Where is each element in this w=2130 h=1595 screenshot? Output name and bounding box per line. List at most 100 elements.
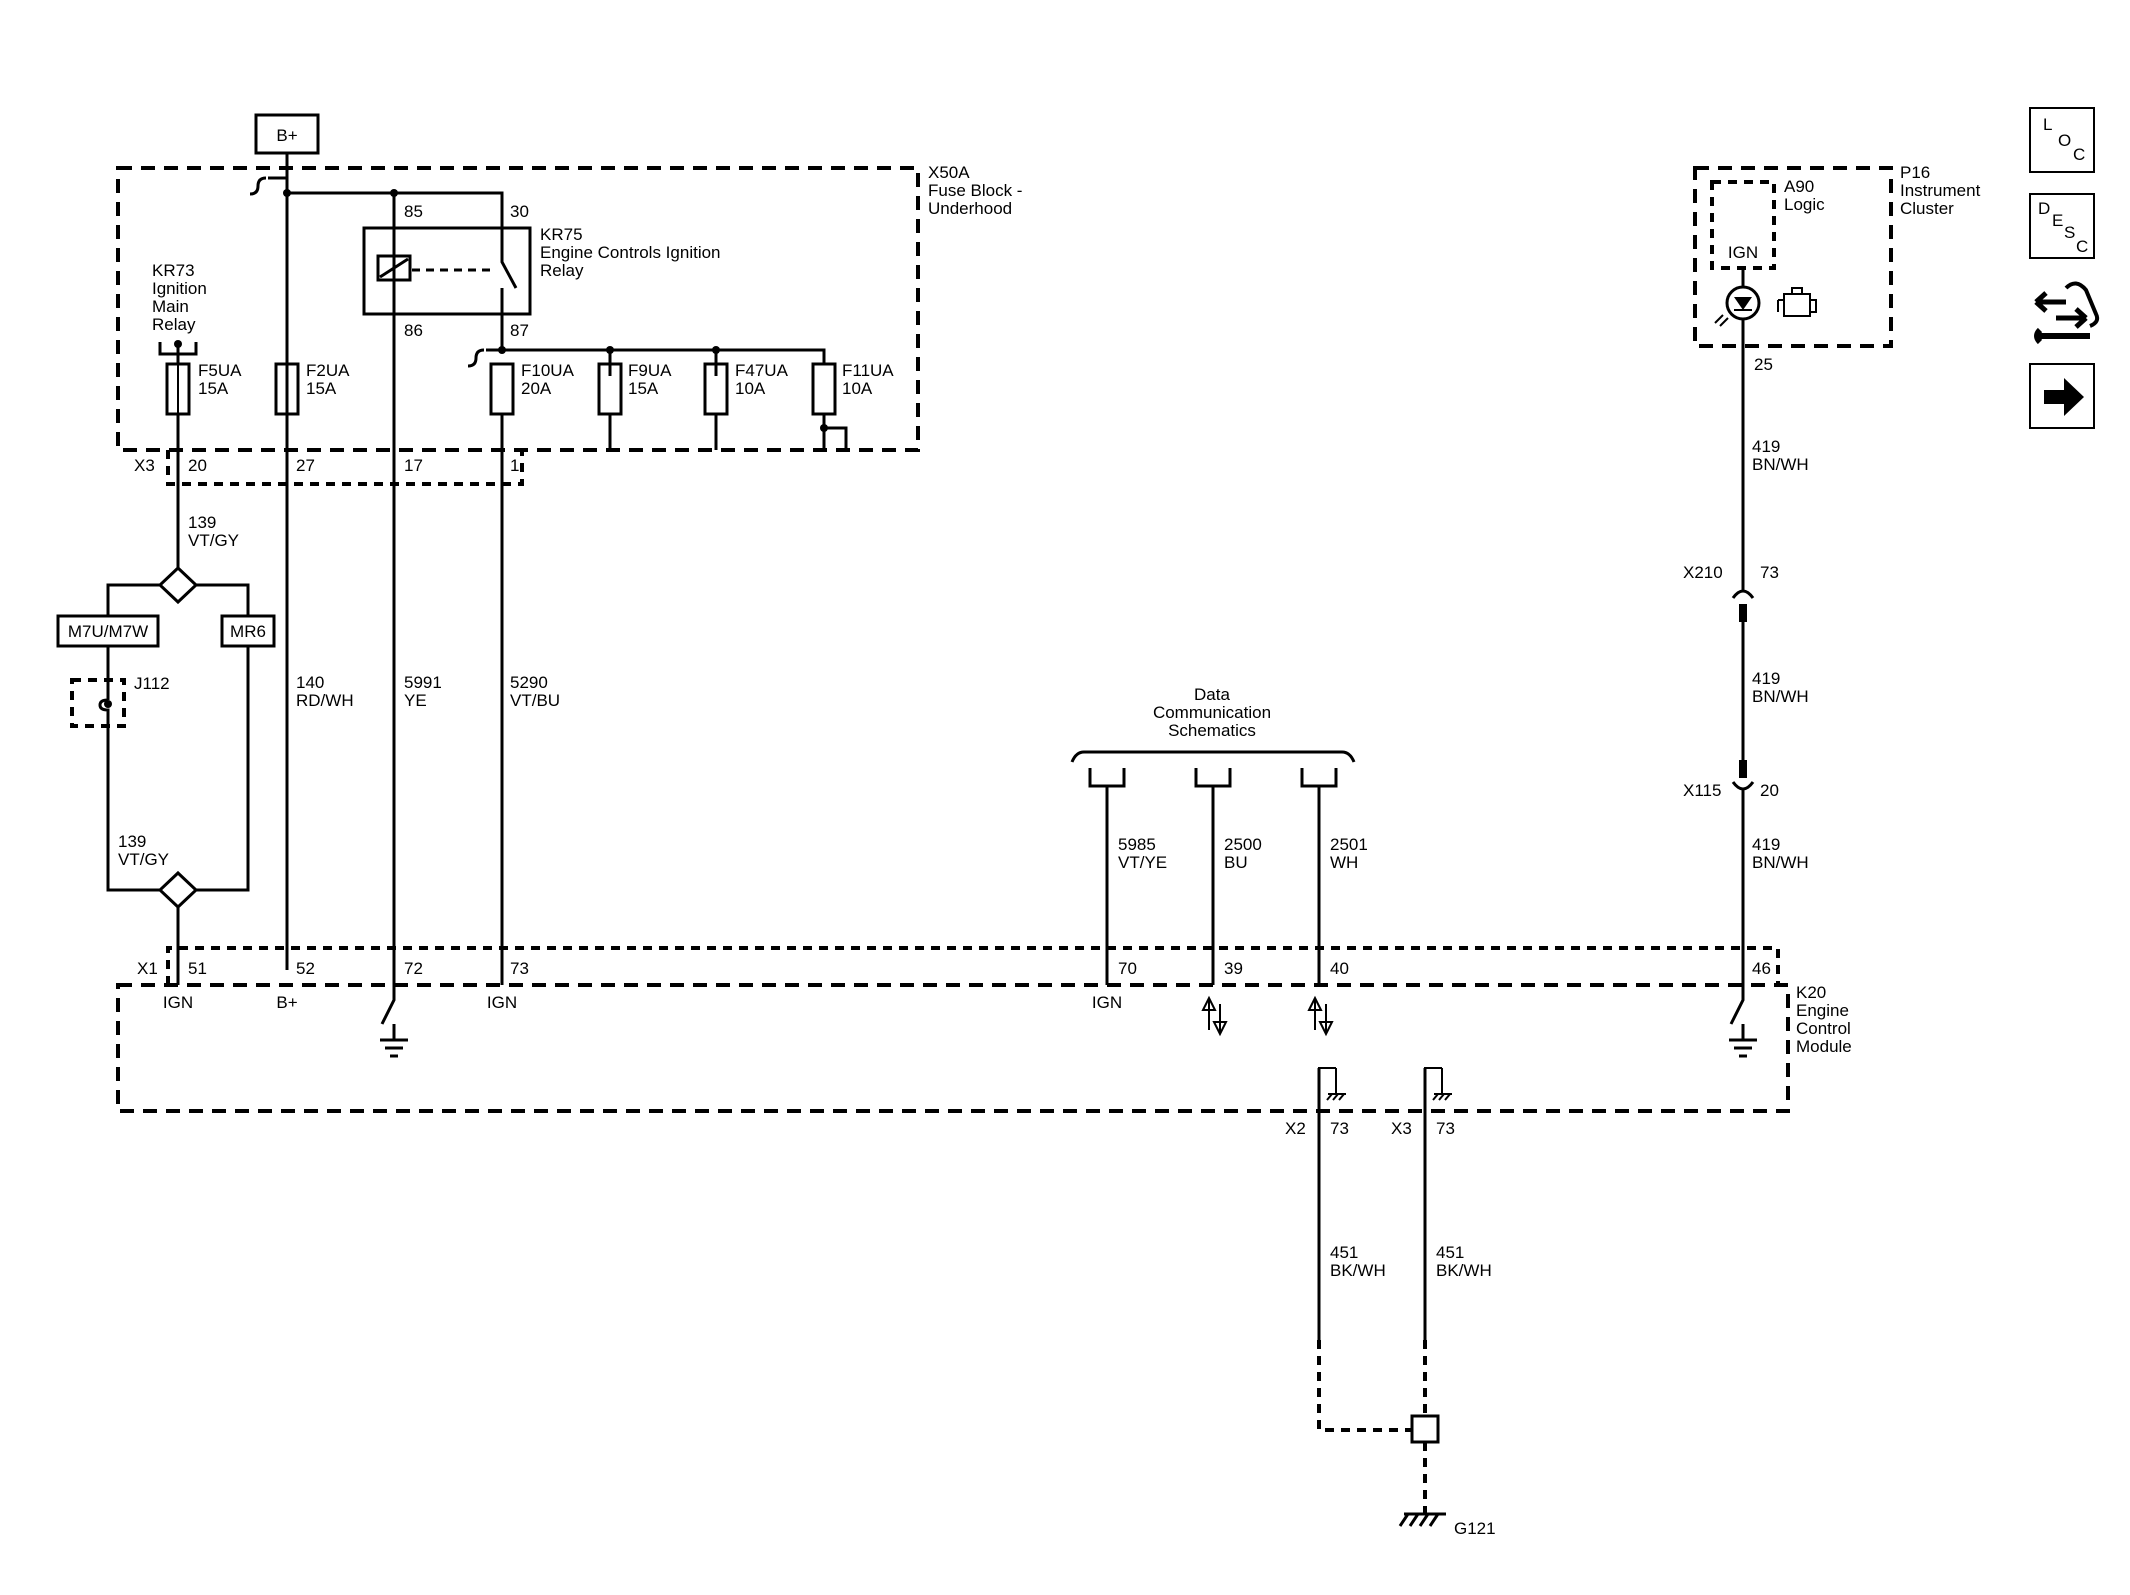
circuit-5991-color: YE [404,691,427,710]
splice-pack-j112: J112 [70,674,170,728]
svg-text:Communication: Communication [1153,703,1271,722]
svg-text:IGN: IGN [1092,993,1122,1012]
kr73-line3: Relay [152,315,196,334]
svg-text:20: 20 [1760,781,1779,800]
kr75-pin-85: 85 [404,202,423,221]
svg-text:D: D [2038,199,2050,218]
svg-text:X3: X3 [1391,1119,1412,1138]
option-mr6: MR6 [220,614,276,648]
circuit-419-a-num: 419 [1752,437,1780,456]
circuit-5991-num: 5991 [404,673,442,692]
circuit-2501-color: WH [1330,853,1358,872]
kr73-line1: Ignition [152,279,207,298]
svg-text:L: L [2043,115,2052,134]
svg-text:73: 73 [1436,1119,1455,1138]
svg-text:10A: 10A [735,379,766,398]
instrument-cluster-p16: P16 Instrument Cluster A90 Logic IGN 25 [1693,163,1981,374]
b-plus-label: B+ [276,126,297,145]
engine-icon [1777,287,1817,317]
svg-text:K20: K20 [1796,983,1826,1002]
circuit-139-top-color: VT/GY [188,531,239,550]
circuit-419-a-color: BN/WH [1752,455,1809,474]
circuit-139-bottom-color: VT/GY [118,850,169,869]
circuit-140-num: 140 [296,673,324,692]
inline-connector-x210: X210 73 [1683,563,1779,622]
svg-text:F5UA: F5UA [198,361,242,380]
svg-text:IGN: IGN [163,993,193,1012]
circuit-139-bottom-num: 139 [118,832,146,851]
circuit-451-a-num: 451 [1330,1243,1358,1262]
svg-text:A90: A90 [1784,177,1814,196]
circuit-140-color: RD/WH [296,691,354,710]
svg-text:O: O [2058,131,2071,150]
svg-text:F9UA: F9UA [628,361,672,380]
svg-text:10A: 10A [842,379,873,398]
fuse-f10ua: F10UA 20A [489,361,575,416]
x3-connector-label: X3 [134,456,155,475]
fuse-block-x50a: X50A Fuse Block - Underhood X3 20 27 17 … [116,163,1022,486]
svg-text:F11UA: F11UA [842,361,894,380]
ground-splice [1410,1414,1440,1444]
svg-text:70: 70 [1118,959,1137,978]
next-arrow-button[interactable] [2029,363,2095,429]
svg-text:X115: X115 [1683,781,1721,800]
data-bidirectional-arrow-icon [1307,995,1334,1037]
circuit-419-c-color: BN/WH [1752,853,1809,872]
svg-text:Cluster: Cluster [1900,199,1954,218]
data-communication-reference: Data Communication Schematics [1070,685,1356,788]
fuse-block-id: X50A [928,163,970,182]
engine-control-module-k20: K20 Engine Control Module X1 51 52 72 73… [116,946,1852,1138]
svg-text:F47UA: F47UA [735,361,789,380]
svg-text:72: 72 [404,959,423,978]
circuit-451-a-color: BK/WH [1330,1261,1386,1280]
fuse-f47ua: F47UA 10A [703,361,789,450]
svg-text:73: 73 [1760,563,1779,582]
data-bidirectional-arrow-icon [1201,995,1228,1037]
description-button[interactable]: D E S C [2029,193,2095,259]
circuit-5985-color: VT/YE [1118,853,1167,872]
kr75-id: KR75 [540,225,583,244]
svg-text:E: E [2052,211,2063,230]
svg-text:C: C [2076,237,2088,256]
svg-text:C: C [2073,145,2085,164]
fuse-f5ua: F5UA 15A [165,361,242,416]
circuit-419-b-color: BN/WH [1752,687,1809,706]
fuse-f11ua: F11UA 10A [811,361,894,450]
circuit-2500-num: 2500 [1224,835,1262,854]
svg-text:X2: X2 [1285,1119,1306,1138]
kr73-line2: Main [152,297,189,316]
svg-text:51: 51 [188,959,207,978]
svg-text:73: 73 [1330,1119,1349,1138]
circuit-5290-color: VT/BU [510,691,560,710]
connector-swap-icon[interactable] [2034,281,2100,345]
svg-text:IGN: IGN [487,993,517,1012]
circuit-451-b-num: 451 [1436,1243,1464,1262]
kr75-line1: Engine Controls Ignition [540,243,721,262]
circuit-5290-num: 5290 [510,673,548,692]
circuit-2501-num: 2501 [1330,835,1368,854]
svg-text:F2UA: F2UA [306,361,350,380]
inline-connector-x115: X115 20 [1683,760,1779,800]
svg-text:Data: Data [1194,685,1230,704]
location-button[interactable]: L O C [2029,107,2095,173]
svg-text:39: 39 [1224,959,1243,978]
arrow-right-icon [2044,378,2084,416]
x3-pin-1: 1 [510,456,519,475]
svg-text:X210: X210 [1683,563,1723,582]
svg-text:Control: Control [1796,1019,1851,1038]
kr73-relay: KR73 Ignition Main Relay [152,261,207,364]
svg-text:46: 46 [1752,959,1771,978]
svg-text:IGN: IGN [1728,243,1758,262]
ground-g121-label: G121 [1454,1519,1496,1538]
fuse-f2ua: F2UA 15A [274,361,350,416]
battery-positive-source: B+ [254,113,320,155]
kr73-id: KR73 [152,261,195,280]
x3-pin-17: 17 [404,456,423,475]
svg-text:Logic: Logic [1784,195,1825,214]
svg-text:15A: 15A [198,379,229,398]
svg-text:F10UA: F10UA [521,361,575,380]
svg-text:20A: 20A [521,379,552,398]
kr75-pin-87: 87 [510,321,529,340]
circuit-419-c-num: 419 [1752,835,1780,854]
